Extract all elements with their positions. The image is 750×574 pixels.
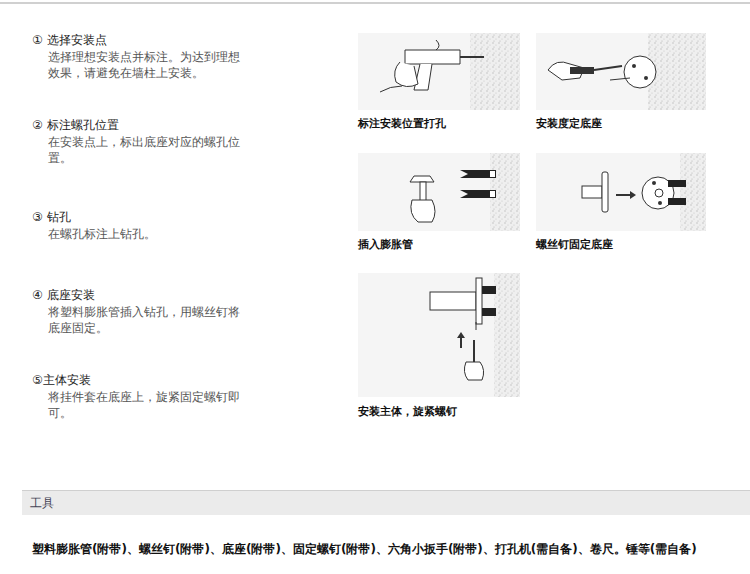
- drill-panel: [358, 33, 520, 110]
- illustration-panel: 标注安装位置打孔: [358, 33, 520, 131]
- section-title: 工具: [22, 491, 750, 512]
- assembly-panel: [358, 273, 520, 397]
- illustration-panel: 插入膨胀管: [358, 153, 520, 252]
- step-heading: ② 标注螺孔位置: [32, 117, 119, 133]
- base-panel: [536, 153, 706, 231]
- panel-space: [358, 33, 520, 116]
- top-rule: [0, 2, 750, 4]
- section-band: 工具: [22, 490, 750, 515]
- step-heading: ⑤主体安装: [32, 372, 91, 388]
- step-text: 将挂件套在底座上，旋紧固定螺钉即可。: [48, 389, 244, 421]
- step-heading: ④ 底座安装: [32, 287, 95, 303]
- panel-caption: 标注安装位置打孔: [358, 116, 520, 131]
- illustration-panel: 安装主体，旋紧螺钉: [358, 273, 520, 419]
- panel-caption: 安装度定底座: [536, 116, 706, 131]
- tools-list: 塑料膨胀管(附带)、螺丝钉(附带)、底座(附带)、固定螺钉(附带)、六角小扳手(…: [32, 541, 697, 558]
- step-heading: ③ 钻孔: [32, 209, 71, 225]
- panel-caption: 插入膨胀管: [358, 237, 520, 252]
- illustration-panel: 安装度定底座: [536, 33, 706, 131]
- hammer-panel: [358, 153, 520, 231]
- panel-space: [536, 33, 706, 116]
- step-text: 选择理想安装点并标注。为达到理想效果，请避免在墙柱上安装。: [48, 49, 244, 81]
- panel-caption: 螺丝钉固定底座: [536, 237, 706, 252]
- panel-space: [358, 153, 520, 237]
- panel-space: [358, 273, 520, 404]
- panel-caption: 安装主体，旋紧螺钉: [358, 404, 520, 419]
- illustration-panel: 螺丝钉固定底座: [536, 153, 706, 252]
- step-heading: ① 选择安装点: [32, 32, 107, 48]
- panel-space: [536, 153, 706, 237]
- step-text: 将塑料膨胀管插入钻孔，用螺丝钉将底座固定。: [48, 304, 244, 336]
- screwdriver-panel: [536, 33, 706, 110]
- step-text: 在螺孔标注上钻孔。: [48, 226, 244, 242]
- step-text: 在安装点上，标出底座对应的螺孔位置。: [48, 134, 244, 166]
